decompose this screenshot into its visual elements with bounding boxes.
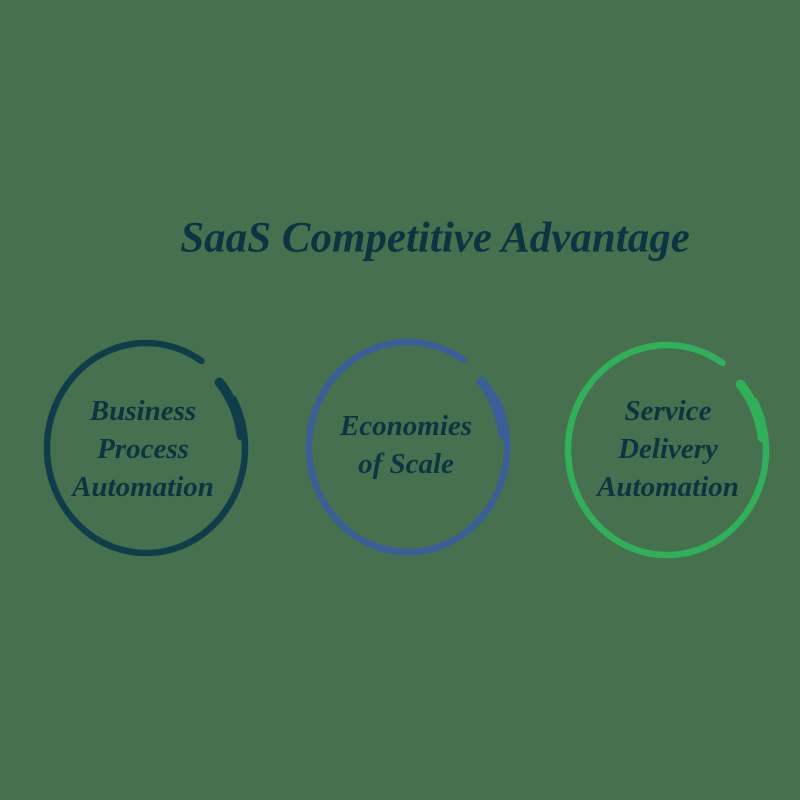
label-line: Automation <box>72 471 214 503</box>
label-line: Delivery <box>618 433 718 465</box>
label-line: Automation <box>597 471 739 503</box>
circle-brush-hook-stroke <box>214 377 247 441</box>
business-process-automation-circle-icon <box>43 339 249 557</box>
circle-label-economies-of-scale: Economies of Scale <box>340 407 472 483</box>
diagram-title: SaaS Competitive Advantage <box>180 214 690 262</box>
circle-brush-hook-stroke <box>476 376 509 440</box>
service-delivery-automation-circle-icon <box>564 341 770 559</box>
circle-label-business-process-automation: Business Process Automation <box>72 392 214 506</box>
economies-of-scale-circle-icon <box>305 338 511 556</box>
circle-brush-hook-stroke <box>735 379 768 443</box>
label-line: Service <box>624 395 712 427</box>
circle-ring-stroke <box>564 341 770 559</box>
circle-label-service-delivery-automation: Service Delivery Automation <box>597 392 739 506</box>
label-line: of Scale <box>358 448 454 480</box>
label-line: Process <box>97 433 189 465</box>
circle-ring-stroke <box>43 339 249 557</box>
circle-ring-stroke <box>305 338 511 556</box>
label-line: Business <box>89 395 197 427</box>
label-line: Economies <box>339 410 473 442</box>
